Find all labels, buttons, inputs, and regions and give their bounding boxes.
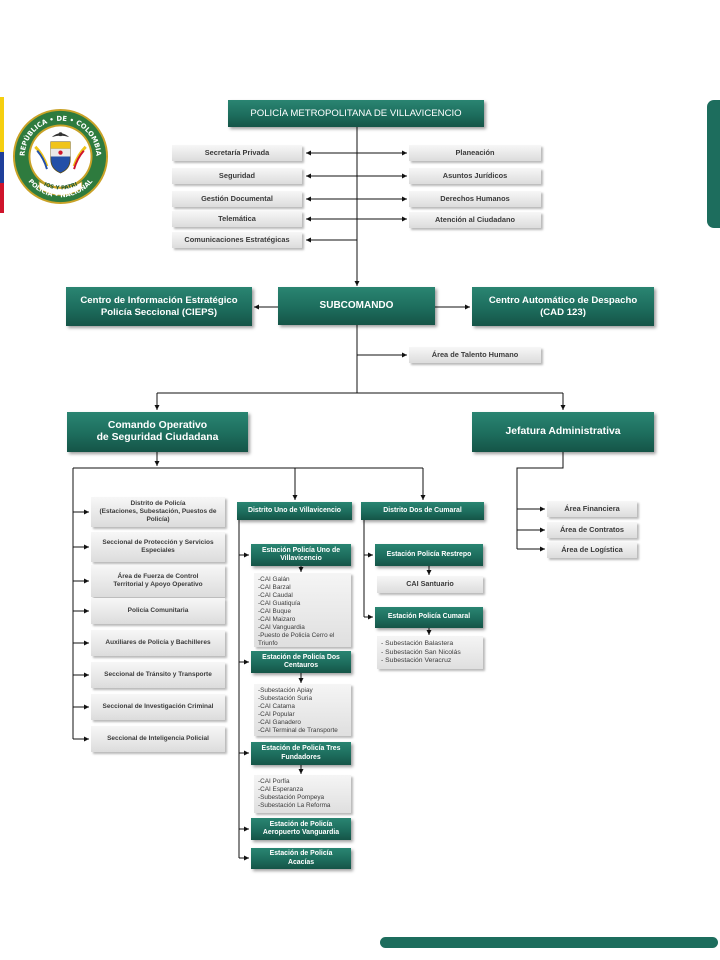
flag-drapes: [34, 145, 87, 170]
staff-planeacion: Planeación: [409, 145, 541, 161]
unit-list-item: -CAI Porfía: [258, 778, 290, 785]
unit-list-item: -CAI Buque: [258, 608, 292, 615]
unit-list-item: - Subestación Veracruz: [381, 657, 452, 664]
station-uno-units: -CAI Galán-CAI Barzal-CAI Caudal-CAI Gua…: [254, 573, 351, 647]
staff-atencion-ciudadano: Atención al Ciudadano: [409, 212, 541, 228]
unit-inteligencia: Seccional de Inteligencia Policial: [91, 726, 225, 752]
shield-emblem: [50, 132, 71, 174]
flag-stripe-yellow: [0, 97, 4, 152]
flag-stripe-red: [0, 183, 4, 213]
cai-santuario: CAI Santuario: [377, 576, 483, 593]
unit-list-item: -Subestación Suria: [258, 695, 312, 702]
staff-seguridad: Seguridad: [172, 168, 302, 184]
station-aeropuerto-vanguardia: Estación de Policía Aeropuerto Vanguardi…: [251, 818, 351, 840]
unit-list-item: -Subestación La Reforma: [258, 802, 331, 809]
unit-list-item: -Subestación Apiay: [258, 687, 313, 694]
comando-operativo-box: Comando Operativo de Seguridad Ciudadana: [67, 412, 248, 452]
unit-list-item: - Subestación San Nicolás: [381, 648, 461, 656]
station-cumaral-units: - Subestación Balastera- Subestación San…: [377, 636, 483, 669]
admin-area-logistica: Área de Logística: [547, 542, 637, 558]
unit-distrito-policia: Distrito de Policía (Estaciones, Subesta…: [91, 497, 225, 527]
station-tres-fundadores: Estación de Policía Tres Fundadores: [251, 742, 351, 765]
station-tres-units: -CAI Porfía-CAI Esperanza-Subestación Po…: [254, 775, 351, 813]
talento-humano-box: Área de Talento Humano: [409, 347, 541, 363]
side-accent-bar: [707, 100, 720, 228]
station-acacias: Estación de Policía Acacías: [251, 848, 351, 869]
unit-proteccion-servicios: Seccional de Protección y Servicios Espe…: [91, 532, 225, 562]
admin-area-financiera: Área Financiera: [547, 501, 637, 517]
staff-comunicaciones: Comunicaciones Estratégicas: [172, 232, 302, 248]
distrito-dos-box: Distrito Dos de Cumaral: [361, 502, 484, 520]
subcomando-box: SUBCOMANDO: [278, 287, 435, 325]
flag-stripe-blue: [0, 152, 4, 183]
org-title: POLICÍA METROPOLITANA DE VILLAVICENCIO: [228, 100, 484, 127]
unit-list-item: - Subestación Balastera: [381, 640, 454, 647]
station-restrepo: Estación Policía Restrepo: [375, 544, 483, 566]
motto-ribbon: [38, 181, 83, 196]
unit-transito: Seccional de Tránsito y Transporte: [91, 662, 225, 688]
unit-list-item: -CAI Caudal: [258, 592, 293, 599]
cieps-box: Centro de Información Estratégico Policí…: [66, 287, 252, 326]
unit-list-item: -CAI Catama: [258, 703, 295, 710]
staff-derechos-humanos: Derechos Humanos: [409, 191, 541, 207]
policia-nacional-seal: REPÚBLICA • DE • COLOMBIA POLICÍA • NACI…: [12, 108, 109, 205]
unit-list-item: -CAI Barzal: [258, 584, 291, 591]
staff-telematica: Telemática: [172, 211, 302, 227]
staff-gestion-documental: Gestión Documental: [172, 191, 302, 207]
station-dos-units: -Subestación Apiay-Subestación Suria-CAI…: [254, 684, 351, 736]
unit-fuerza-control: Área de Fuerza de Control Territorial y …: [91, 565, 225, 597]
cad-box: Centro Automático de Despacho (CAD 123): [472, 287, 654, 326]
unit-list-item: -Subestación Pompeya: [258, 794, 325, 801]
station-dos-centauros: Estación de Policía Dos Centauros: [251, 651, 351, 673]
unit-list-item: -Puesto de Policía Cerro el Triunfo: [258, 632, 335, 647]
unit-list-item: -CAI Terminal de Transporte: [258, 727, 338, 734]
unit-list-item: -CAI Maizaro: [258, 616, 296, 623]
unit-auxiliares: Auxiliares de Policía y Bachilleres: [91, 630, 225, 656]
station-uno-villavicencio: Estación Policía Uno de Villavicencio: [251, 544, 351, 566]
unit-investigacion: Seccional de Investigación Criminal: [91, 694, 225, 720]
bottom-accent-bar: [380, 937, 718, 948]
unit-list-item: -CAI Galán: [258, 576, 290, 583]
unit-policia-comunitaria: Policía Comunitaria: [91, 598, 225, 624]
staff-secretaria-privada: Secretaría Privada: [172, 145, 302, 161]
distrito-uno-box: Distrito Uno de Villavicencio: [237, 502, 352, 520]
jefatura-box: Jefatura Administrativa: [472, 412, 654, 452]
unit-list-item: -CAI Ganadero: [258, 719, 301, 726]
unit-list-item: -CAI Popular: [258, 711, 295, 718]
unit-list-item: -CAI Guatiquía: [258, 600, 301, 607]
staff-asuntos-juridicos: Asuntos Jurídicos: [409, 168, 541, 184]
station-cumaral: Estación Policía Cumaral: [375, 607, 483, 628]
unit-list-item: -CAI Esperanza: [258, 786, 304, 793]
admin-area-contratos: Área de Contratos: [547, 522, 637, 538]
unit-list-item: -CAI Vanguardia: [258, 624, 305, 631]
